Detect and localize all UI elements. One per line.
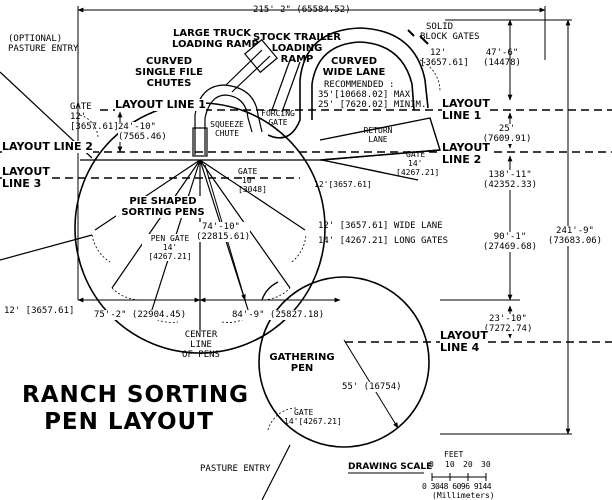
top-dimension-line (77, 6, 546, 300)
scale-tick-30: 30 (481, 460, 491, 469)
return-lane-label: RETURN LANE (363, 126, 393, 144)
dim-90: 90'-1" (27469.68) (470, 232, 550, 252)
gate-left-label: GATE 12' [3657.61] (70, 102, 119, 132)
long-gates-label: 14' [4267.21] LONG GATES (318, 236, 449, 246)
gate-top-right-label: 12' [3657.61] (420, 48, 469, 68)
dim-24: 24'-10" (7565.46) (118, 122, 167, 142)
dim-12-left: 12' [3657.61] (4, 306, 75, 316)
scale-bar (348, 472, 487, 481)
gate-mid-label: GATE 10' [3048] (238, 167, 267, 194)
gate-12-right: 12'[3657.61] (314, 180, 372, 189)
solid-block-gates-label: SOLID BLOCK GATES (420, 22, 480, 42)
truck-ramp (225, 38, 278, 93)
scale-mm-label: (Millimeters) (432, 491, 495, 500)
dim-55: 55' (16754) (342, 382, 402, 392)
solid-block-gates (407, 29, 429, 45)
dim-138: 138'-11" (42352.33) (470, 170, 550, 190)
dim-23: 23'-10" (7272.74) (476, 314, 540, 334)
bottom-dimension-lines (77, 292, 341, 335)
layout-line-3-left: LAYOUT LINE 3 (2, 165, 50, 190)
gathering-pen-circle (258, 276, 430, 448)
dim-241: 241'-9" (73683.06) (540, 226, 610, 246)
dim-75: 75'-2" (22904.45) (94, 310, 187, 320)
recommended-lane-width: RECOMMENDED : 35'[10668.02] MAX. 25' [76… (318, 80, 427, 110)
title-line-2: PEN LAYOUT (44, 409, 214, 435)
layout-line-2-right: LAYOUT LINE 2 (442, 141, 490, 166)
layout-line-2-left: LAYOUT LINE 2 (2, 140, 93, 153)
scale-tick-10: 10 (445, 460, 455, 469)
center-line-label: CENTER LINE OF PENS (182, 330, 220, 360)
squeeze-chute-label: SQUEEZE CHUTE (210, 120, 244, 138)
gathering-pen-label: GATHERING PEN (269, 352, 335, 374)
scale-feet-label: FEET (444, 450, 464, 459)
pie-pens-label: PIE SHAPED SORTING PENS (116, 196, 210, 218)
curved-wide-lane (267, 27, 429, 139)
layout-line-1-left: LAYOUT LINE 1 (115, 98, 206, 111)
gate-right-label: GATE 14' [4267.21] (396, 150, 440, 177)
dim-47: 47'-6" (14478) (483, 48, 521, 68)
dim-84: 84'-9" (25827.18) (232, 310, 325, 320)
wide-lane-label: 12' [3657.61] WIDE LANE (318, 221, 443, 231)
dim-74: 74'-10" (22815.61) (196, 222, 251, 242)
title-line-1: RANCH SORTING (22, 382, 250, 408)
pasture-entry-label: PASTURE ENTRY (200, 464, 271, 474)
dim-25: 25' (7609.91) (472, 124, 542, 144)
scale-tick-0: 0 (429, 460, 434, 469)
large-truck-label: LARGE TRUCK LOADING RAMP (172, 28, 259, 50)
forcing-gate-label: FORCING GATE (261, 109, 295, 127)
optional-pasture-entry: (OPTIONAL) PASTURE ENTRY (8, 34, 79, 54)
scale-mm-ticks: 0 3048 6096 9144 (422, 482, 492, 491)
layout-line-4-right: LAYOUT LINE 4 (440, 329, 488, 354)
top-width-dimension: 215'-2" (65584.52) (253, 5, 351, 15)
title-block: RANCH SORTING PEN LAYOUT (22, 382, 250, 436)
pen-gate-label: PEN GATE 14' [4267.21] (142, 234, 198, 261)
stock-trailer-label: STOCK TRAILER LOADING RAMP (253, 32, 341, 65)
curved-single-file-label: CURVED SINGLE FILE CHUTES (135, 56, 203, 89)
drawing-scale-title: DRAWING SCALE (348, 462, 433, 472)
gate-bottom-label: GATE 14'[4267.21] (284, 408, 342, 426)
layout-line-1-right: LAYOUT LINE 1 (442, 97, 490, 122)
pie-pen-dividers (80, 159, 322, 330)
trailer-ramp (271, 59, 301, 113)
scale-tick-20: 20 (463, 460, 473, 469)
gathering-link (261, 281, 279, 301)
curved-wide-lane-label: CURVED WIDE LANE (322, 56, 386, 78)
